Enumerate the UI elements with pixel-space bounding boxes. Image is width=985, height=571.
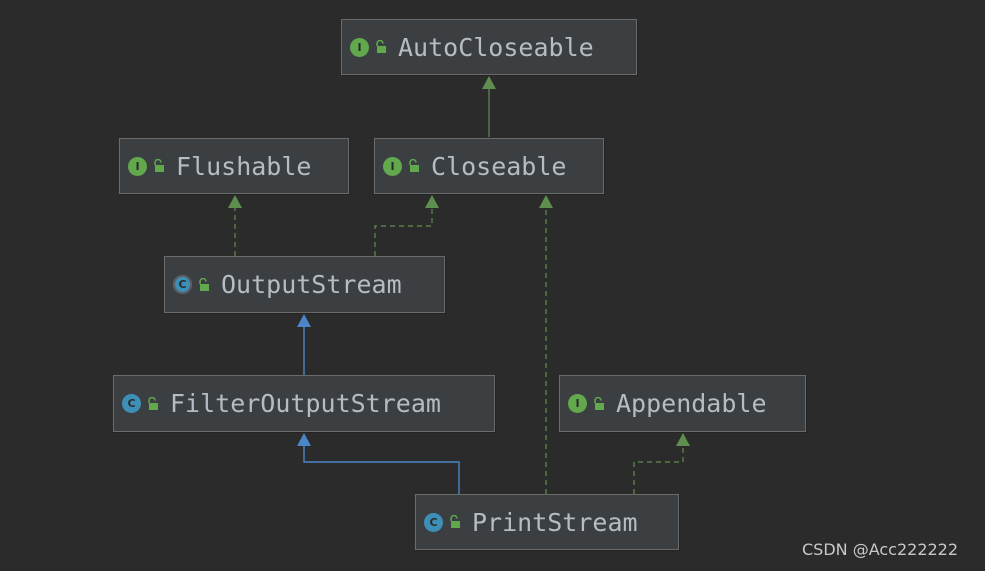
node-autocloseable[interactable]: I AutoCloseable	[341, 19, 637, 75]
arrowhead-autocloseable	[482, 76, 496, 89]
public-lock-icon	[148, 396, 158, 410]
node-label: PrintStream	[472, 507, 638, 537]
node-label: AutoCloseable	[398, 32, 594, 62]
class-icon: C	[424, 512, 443, 532]
node-closeable[interactable]: I Closeable	[374, 138, 604, 194]
public-lock-icon	[594, 396, 604, 410]
node-label: OutputStream	[221, 270, 402, 299]
arrowhead-appendable	[676, 433, 690, 446]
public-lock-icon	[409, 159, 419, 172]
node-printstream[interactable]: C PrintStream	[415, 494, 679, 550]
node-appendable[interactable]: I Appendable	[559, 375, 806, 432]
watermark: CSDN @Acc222222	[802, 540, 959, 559]
node-filteroutputstream[interactable]: C FilterOutputStream	[113, 375, 495, 432]
node-label: Appendable	[616, 389, 767, 418]
arrowhead-closeable-from-printstream	[539, 195, 553, 208]
edge-printstream-extends-filteroutputstream	[303, 445, 460, 494]
arrowhead-closeable-from-outputstream	[425, 195, 439, 208]
interface-icon: I	[383, 156, 402, 176]
abstract-class-icon: C	[173, 275, 192, 294]
node-label: Closeable	[431, 151, 567, 181]
edge-outputstream-implements-closeable	[374, 207, 433, 256]
arrowhead-flushable	[228, 195, 242, 208]
interface-icon: I	[568, 394, 587, 413]
public-lock-icon	[450, 515, 460, 528]
class-icon: C	[122, 394, 141, 413]
interface-icon: I	[350, 37, 369, 57]
public-lock-icon	[154, 159, 164, 172]
arrowhead-outputstream	[297, 314, 311, 327]
node-outputstream[interactable]: C OutputStream	[164, 256, 445, 313]
interface-icon: I	[128, 156, 147, 176]
arrowhead-filteroutputstream	[297, 433, 311, 446]
public-lock-icon	[199, 277, 209, 291]
edge-printstream-implements-appendable	[633, 445, 684, 494]
public-lock-icon	[376, 40, 386, 53]
node-label: Flushable	[176, 151, 312, 181]
node-flushable[interactable]: I Flushable	[119, 138, 349, 194]
node-label: FilterOutputStream	[170, 389, 441, 418]
